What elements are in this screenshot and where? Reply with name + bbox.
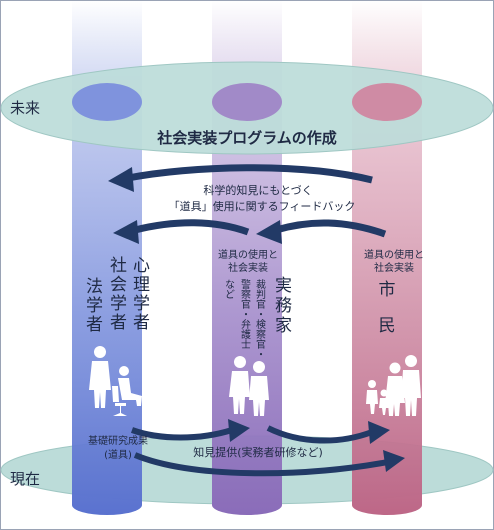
knowledge-provision-label: 知見提供(実務者研修など) — [193, 445, 323, 459]
practitioner-to-citizen-arrowhead — [368, 421, 390, 444]
citizens-char1: 市 — [379, 280, 396, 300]
knowledge-provision-arrowhead — [383, 450, 405, 472]
knowledge-provision-arrow — [133, 452, 389, 477]
future-label: 未来 — [10, 99, 40, 117]
practitioner-woman-icon — [229, 356, 250, 414]
present-label: 現在 — [10, 470, 40, 488]
researcher-figures — [89, 346, 142, 416]
researchers-label-sociology: 社会学者 — [106, 256, 127, 332]
feedback-arrows — [108, 164, 387, 244]
practitioners-sub2: 警察官・弁護士 — [239, 278, 251, 349]
long-feedback-arrow — [127, 164, 373, 184]
practitioners-sub1: 裁判官・検察官・ — [254, 278, 266, 359]
citizen-tool-use-line1: 道具の使用と — [364, 248, 424, 261]
standing-researcher-icon — [89, 346, 111, 408]
researchers-cap — [72, 83, 142, 121]
seated-researcher-icon — [112, 366, 142, 416]
citizen-woman-icon — [385, 362, 405, 416]
feedback-line1: 科学的知見にもとづく — [203, 183, 312, 197]
practitioner-figures — [229, 356, 269, 416]
forward-arrows — [130, 419, 405, 477]
researchers-label-law: 法学者 — [82, 277, 103, 334]
practitioner-to-citizen-arrow — [266, 425, 374, 444]
citizens-cap — [352, 83, 422, 121]
research-to-practitioner-arrowhead — [228, 419, 250, 442]
practitioners-title: 実務家 — [271, 276, 292, 336]
research-to-practitioner-arrow — [130, 427, 233, 441]
practitioners-cap — [212, 83, 282, 121]
citizens-char2: 民 — [379, 316, 396, 336]
citizen-figures — [366, 355, 421, 416]
researchers-label-psychology: 心理学者 — [129, 256, 150, 332]
practitioner-feedback-arrowhead — [113, 220, 139, 244]
citizen-man-icon — [401, 355, 421, 416]
citizen-feedback-arrowhead — [256, 220, 282, 244]
basic-research-line2: (道具) — [104, 448, 132, 461]
citizen-child-icon — [366, 380, 378, 414]
practitioner-tool-use-line1: 道具の使用と — [218, 248, 278, 261]
practitioner-feedback-arrow — [134, 219, 250, 236]
practitioners-etc: など — [223, 279, 234, 299]
citizen-feedback-arrow — [275, 219, 387, 238]
basic-research-line1: 基礎研究成果 — [88, 434, 148, 447]
long-feedback-arrowhead — [108, 167, 134, 192]
practitioner-tool-use-line2: 社会実装 — [228, 261, 268, 274]
program-title: 社会実装プログラムの作成 — [156, 129, 337, 147]
feedback-line2: 「道具」使用に関するフィードバック — [169, 199, 356, 213]
practitioner-man-icon — [249, 361, 269, 416]
citizen-tool-use-line2: 社会実装 — [374, 261, 414, 274]
